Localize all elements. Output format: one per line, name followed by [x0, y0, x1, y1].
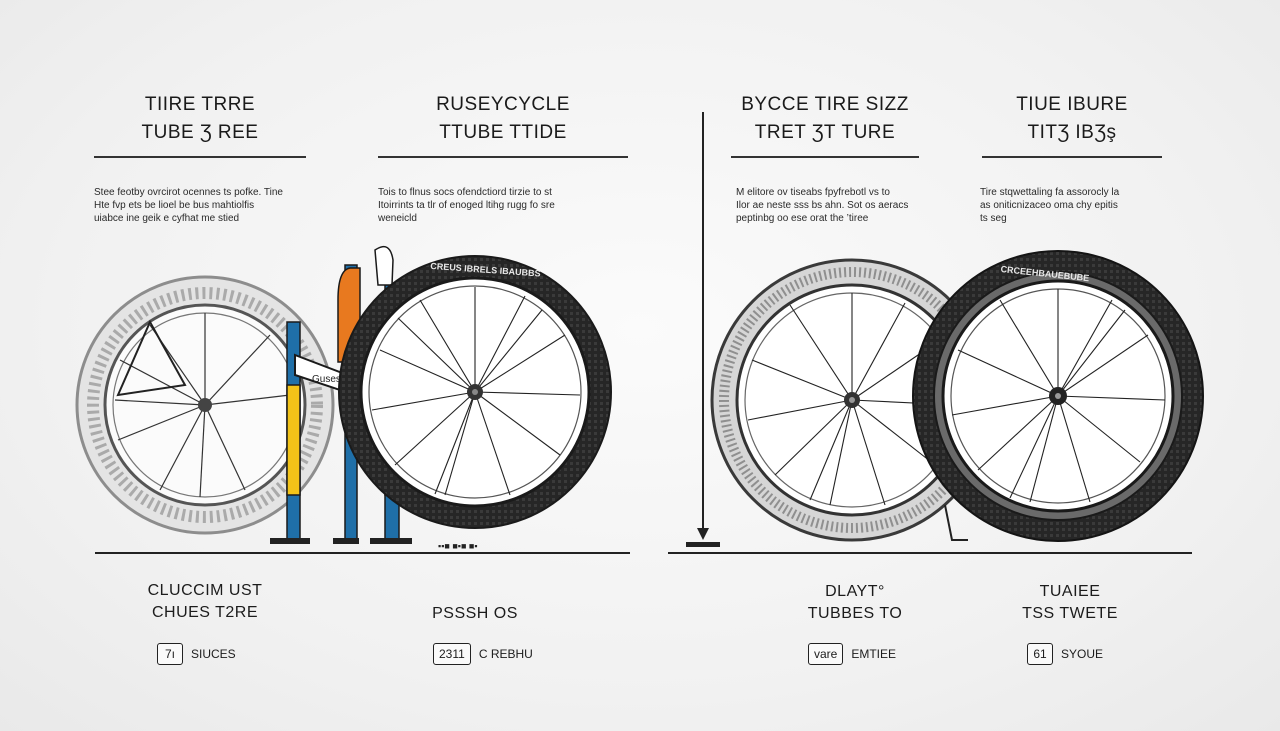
panel-2-desc-line-1: Tois to flnus socs ofendctiord tirzie to…	[378, 187, 552, 198]
panel-2-heading-line-1: RUSEYCYCLE	[436, 94, 570, 115]
panel-2-caption: PSSSH OS	[400, 603, 550, 625]
panel-3-desc-line-3: peptinbg oo ese orat the ’tiree	[736, 213, 869, 224]
panel-4-heading-line-1: TIUE IBURE	[1016, 94, 1128, 115]
panel-1-badge: 7ı SIUCES	[157, 643, 236, 665]
panel-3-heading-line-1: BYCCE TIRE SIZZ	[741, 94, 909, 115]
panel-2-divider	[378, 156, 628, 158]
right-dark-wheel	[912, 250, 1204, 542]
panel-2-heading-line-2: TTUBE TTIDE	[439, 122, 567, 143]
center-divider-arrow	[686, 112, 720, 547]
panel-3-description: M elitore ov tiseabs fpyfrebotl vs to Il…	[736, 186, 908, 225]
front-dark-wheel	[338, 255, 612, 529]
panel-3-badge-label: EMTIEE	[851, 647, 897, 661]
panel-4-description: Tire stqwettaling fa assorocly la as oni…	[980, 186, 1119, 225]
panel-4-desc-line-2: as oniticnizaceo oma chy epitis	[980, 200, 1118, 211]
panel-1-desc-line-1: Stee feotby ovrcirot ocennes ts pofke. T…	[94, 187, 283, 198]
panel-1-heading: TIIRE TRRE TUBE Ʒ REE	[95, 91, 305, 147]
panel-1-description: Stee feotby ovrcirot ocennes ts pofke. T…	[94, 186, 283, 225]
panel-2-desc-line-2: Itoirrints ta tlr of enoged ltihg rugg f…	[378, 200, 555, 211]
panel-4-divider	[982, 156, 1162, 158]
panel-3-caption: DLAYT° TUBBES TO	[780, 581, 930, 625]
panel-4-caption-line-1: TUAIEE	[1039, 583, 1101, 600]
panel-4-badge-value: 61	[1027, 643, 1053, 665]
panel-4-caption-line-2: TSS TWETE	[1022, 605, 1118, 622]
panel-4-desc-line-3: ts seg	[980, 213, 1007, 224]
panel-3-heading-line-2: TRET ƷT ТURE	[754, 122, 896, 143]
panel-1-heading-line-2: TUBE Ʒ REE	[141, 122, 259, 143]
panel-1-desc-line-3: uiabce ine geik e cyfhat me stied	[94, 213, 240, 224]
panel-4-heading-line-2: TITƷ IBƷş	[1027, 122, 1117, 143]
panel-2-desc-line-3: weneicld	[378, 213, 417, 224]
panel-1-badge-label: SIUCES	[191, 647, 236, 661]
panel-1-badge-value: 7ı	[157, 643, 183, 665]
panel-1-heading-line-1: TIIRE TRRE	[144, 94, 256, 115]
panel-3-divider	[731, 156, 919, 158]
panel-3-badge: vare EMTIEE	[808, 643, 896, 665]
panel-4-badge-label: SYOUE	[1061, 647, 1104, 661]
panel-2-badge: 2311 C REBHU	[433, 643, 533, 665]
panel-3-desc-line-2: Ilor ae neste sss bs ahn. Sot os aeracs	[736, 200, 909, 211]
panel-1-divider	[94, 156, 306, 158]
panel-4-heading: TIUE IBURE TITƷ IBƷş	[982, 91, 1162, 147]
panel-4-desc-line-1: Tire stqwettaling fa assorocly la	[980, 187, 1120, 198]
panel-3-caption-line-2: TUBBES TO	[807, 605, 903, 622]
panel-2-description: Tois to flnus socs ofendctiord tirzie to…	[378, 186, 555, 225]
panel-1-caption-line-2: CHUES T2RE	[151, 604, 259, 621]
panel-1-desc-line-2: Hte fvp ets be lioel be bus mahtiolfis	[94, 200, 255, 211]
panel-1-caption: CLUCCIM UST CHUES T2RE	[130, 580, 280, 624]
panel-3-badge-value: vare	[808, 643, 844, 665]
panel-2-heading: RUSEYCYCLE TTUBE TTIDE	[378, 91, 628, 147]
panel-2-caption-line-1: PSSSH OS	[432, 605, 518, 622]
left-grey-wheel	[75, 275, 335, 535]
panel-3-heading: BYCCE TIRE SIZZ TRET ƷT ТURE	[730, 91, 920, 147]
panel-1-caption-line-1: CLUCCIM UST	[147, 582, 263, 599]
floor-marks: ▪▪■ ■▪■ ■▪	[438, 541, 478, 551]
panel-4-badge: 61 SYOUE	[1027, 643, 1103, 665]
panel-2-badge-value: 2311	[433, 643, 471, 665]
panel-2-badge-label: C REBHU	[478, 647, 533, 661]
panel-3-desc-line-1: M elitore ov tiseabs fpyfrebotl vs to	[736, 187, 890, 198]
panel-3-caption-line-1: DLAYT°	[825, 583, 885, 600]
panel-4-caption: TUAIEE TSS TWETE	[995, 581, 1145, 625]
